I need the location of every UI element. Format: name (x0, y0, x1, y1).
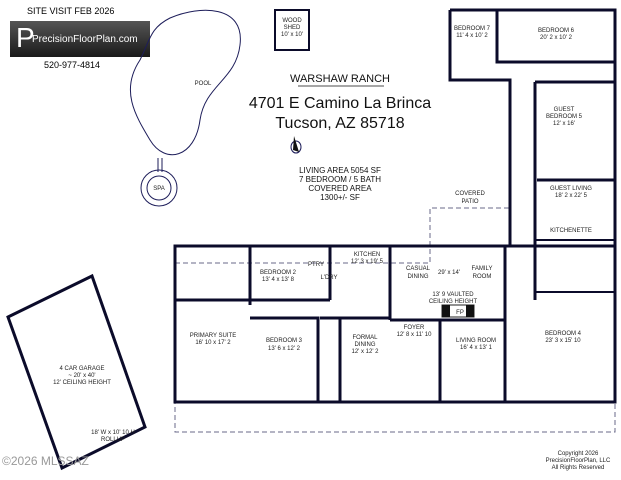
svg-text:16' 10 x 17' 2: 16' 10 x 17' 2 (195, 340, 231, 346)
svg-text:12' CEILING HEIGHT: 12' CEILING HEIGHT (53, 380, 111, 386)
svg-text:12' 8 x 11' 10: 12' 8 x 11' 10 (397, 332, 433, 338)
property-name: WARSHAW RANCH (290, 73, 390, 85)
svg-text:CASUAL: CASUAL (406, 266, 431, 272)
svg-text:GUEST: GUEST (554, 107, 575, 113)
living-area: LIVING AREA 5054 SF (299, 166, 381, 175)
main-house (173, 244, 617, 404)
svg-text:FORMAL: FORMAL (352, 335, 378, 341)
covered-area-outline (175, 207, 512, 264)
svg-text:23' 3 x 15' 10: 23' 3 x 15' 10 (545, 338, 581, 344)
svg-text:KITCHENETTE: KITCHENETTE (550, 228, 592, 234)
svg-text:BEDROOM 2: BEDROOM 2 (260, 270, 297, 276)
svg-text:29' x 14': 29' x 14' (438, 270, 460, 276)
covered-area: COVERED AREA (308, 184, 372, 193)
site-visit-label: SITE VISIT FEB 2026 (27, 6, 115, 16)
svg-text:BEDROOM 5: BEDROOM 5 (546, 114, 583, 120)
svg-text:GUEST LIVING: GUEST LIVING (550, 186, 592, 192)
svg-text:16' 4 x 13' 1: 16' 4 x 13' 1 (460, 345, 493, 351)
svg-text:FAMILY: FAMILY (472, 266, 493, 272)
svg-text:All Rights Reserved: All Rights Reserved (552, 465, 605, 471)
svg-text:PTRY: PTRY (308, 262, 324, 268)
svg-text:DINING: DINING (408, 274, 429, 280)
logo: P PrecisionFloorPlan.com (10, 21, 150, 57)
svg-text:SHED: SHED (284, 25, 301, 31)
svg-text:12' 3 x 19' 5: 12' 3 x 19' 5 (351, 259, 384, 265)
svg-text:ROOM: ROOM (473, 274, 492, 280)
svg-text:DINING: DINING (355, 342, 376, 348)
svg-text:COVERED: COVERED (455, 191, 485, 197)
covered-area-sf: 1300+/- SF (320, 193, 360, 202)
svg-text:10' x 10': 10' x 10' (281, 32, 303, 38)
svg-text:12' x 12' 2: 12' x 12' 2 (352, 349, 380, 355)
svg-text:~ 20' x 40': ~ 20' x 40' (68, 373, 95, 379)
svg-text:ROLLUP: ROLLUP (101, 437, 125, 443)
svg-text:KITCHEN: KITCHEN (354, 252, 380, 258)
svg-text:CEILING HEIGHT: CEILING HEIGHT (429, 299, 478, 305)
svg-text:WOOD: WOOD (282, 18, 302, 24)
svg-text:13' 4 x 13' 8: 13' 4 x 13' 8 (262, 277, 295, 283)
spa (140, 169, 178, 207)
guest-wing (448, 8, 617, 300)
svg-text:18' W x 10' 10 H: 18' W x 10' 10 H (91, 430, 135, 436)
svg-text:PRIMARY SUITE: PRIMARY SUITE (190, 333, 236, 339)
svg-text:11' 4 x 10' 2: 11' 4 x 10' 2 (456, 33, 488, 39)
copyright: Copyright 2026 PrecisionFloorPlan, LLC A… (546, 451, 611, 471)
north-arrow-icon (290, 136, 302, 154)
address-line1: 4701 E Camino La Brinca (249, 95, 431, 112)
svg-text:FP: FP (456, 310, 464, 316)
watermark: ©2026 MLSSAZ (2, 454, 89, 468)
pool (130, 9, 241, 156)
svg-text:18' 2 x 22' 5: 18' 2 x 22' 5 (555, 193, 588, 199)
svg-text:4 CAR GARAGE: 4 CAR GARAGE (59, 366, 104, 372)
svg-text:BEDROOM 6: BEDROOM 6 (538, 28, 575, 34)
svg-text:L'DRY: L'DRY (320, 275, 337, 281)
garage (6, 273, 147, 471)
svg-text:BEDROOM 3: BEDROOM 3 (266, 338, 303, 344)
svg-text:LIVING ROOM: LIVING ROOM (456, 338, 496, 344)
spa-label: SPA (153, 186, 165, 192)
svg-text:FOYER: FOYER (404, 325, 425, 331)
phone: 520-977-4814 (44, 60, 101, 70)
wood-shed (274, 9, 310, 51)
svg-text:BEDROOM 7: BEDROOM 7 (454, 26, 491, 32)
svg-text:BEDROOM 4: BEDROOM 4 (545, 331, 582, 337)
svg-text:20' 2 x 10' 2: 20' 2 x 10' 2 (540, 35, 573, 41)
svg-text:12' x 16': 12' x 16' (553, 121, 575, 127)
svg-text:Copyright 2026: Copyright 2026 (558, 451, 599, 457)
pool-label: POOL (195, 81, 212, 87)
logo-text: PrecisionFloorPlan.com (32, 34, 138, 45)
svg-text:13' 6 x 12' 2: 13' 6 x 12' 2 (268, 346, 301, 352)
address-line2: Tucson, AZ 85718 (275, 115, 404, 132)
svg-text:PrecisionFloorPlan, LLC: PrecisionFloorPlan, LLC (546, 458, 611, 464)
svg-text:PATIO: PATIO (461, 199, 478, 205)
bed-bath: 7 BEDROOM / 5 BATH (299, 175, 381, 184)
svg-text:13' 9 VAULTED: 13' 9 VAULTED (432, 292, 474, 298)
